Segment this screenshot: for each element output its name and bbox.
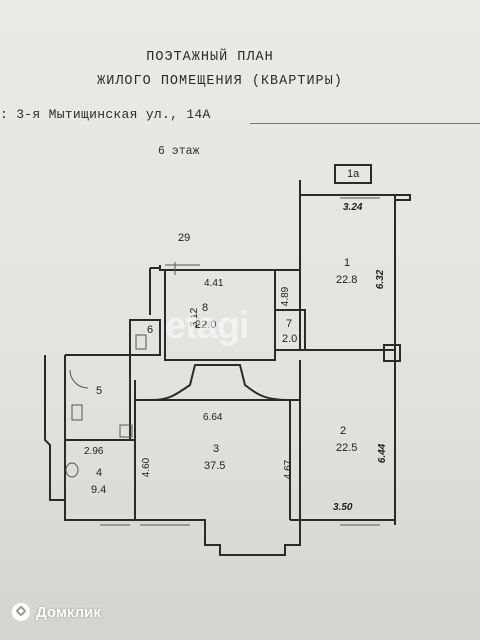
- room-8-number: 8: [202, 302, 209, 314]
- room-6-fixture: [135, 334, 147, 350]
- room-1-number: 1: [344, 257, 351, 269]
- room-2-number: 2: [340, 425, 347, 437]
- doc-title-line1: ПОЭТАЖНЫЙ ПЛАН: [146, 50, 274, 65]
- room-4-number: 4: [96, 467, 103, 479]
- dim-6-44: 6.44: [377, 443, 389, 464]
- dim-6-32: 6.32: [375, 269, 387, 290]
- wall-room-1: [299, 180, 396, 350]
- room-1a-number: 1а: [347, 168, 360, 180]
- balcony-1a-outline: [334, 164, 372, 184]
- room-5-number: 5: [96, 385, 103, 397]
- dim-2-96: 2.96: [84, 446, 104, 457]
- dim-4-89: 4.89: [280, 286, 292, 307]
- column-right: [383, 344, 401, 362]
- room-1-area: 22.8: [336, 274, 358, 286]
- house-diamond-icon: [12, 603, 30, 621]
- shower-fixture: [119, 424, 133, 438]
- doc-address: : 3-я Мытищинская ул., 14А: [0, 107, 211, 122]
- domclick-brand[interactable]: Домклик: [12, 603, 101, 621]
- doc-title-line2: ЖИЛОГО ПОМЕЩЕНИЯ (КВАРТИРЫ): [97, 74, 343, 89]
- door-swing-5: [69, 369, 89, 389]
- room-2-area: 22.5: [336, 442, 358, 454]
- dim-3-50: 3.50: [333, 502, 353, 513]
- room-7-area: 2.0: [282, 333, 298, 345]
- room-3-number: 3: [213, 443, 220, 455]
- room-6-outline: [129, 319, 161, 356]
- wall-right-top: [395, 194, 411, 201]
- dim-3-24: 3.24: [343, 202, 363, 213]
- room-3-arch: [149, 364, 291, 401]
- room-8-area: 22.0: [195, 319, 217, 331]
- wall-left-exterior: [44, 355, 65, 501]
- room-4-area: 9.4: [91, 484, 107, 496]
- corridor-label: 29: [178, 232, 191, 244]
- dim-4-41: 4.41: [204, 278, 224, 289]
- bay-window-outline: [195, 519, 301, 556]
- room-6-number: 6: [147, 324, 154, 336]
- room-3-area: 37.5: [204, 460, 226, 472]
- etagi-watermark: etagi: [165, 305, 250, 347]
- room-7-number: 7: [286, 318, 293, 330]
- dim-4-67: 4.67: [283, 459, 295, 480]
- dim-4-60: 4.60: [141, 457, 153, 478]
- floor-label: 6 этаж: [158, 145, 200, 158]
- dim-6-64: 6.64: [203, 412, 223, 423]
- sink-fixture: [71, 404, 83, 421]
- brand-name: Домклик: [36, 603, 101, 621]
- address-underline: [250, 123, 480, 124]
- toilet-fixture: [65, 462, 79, 478]
